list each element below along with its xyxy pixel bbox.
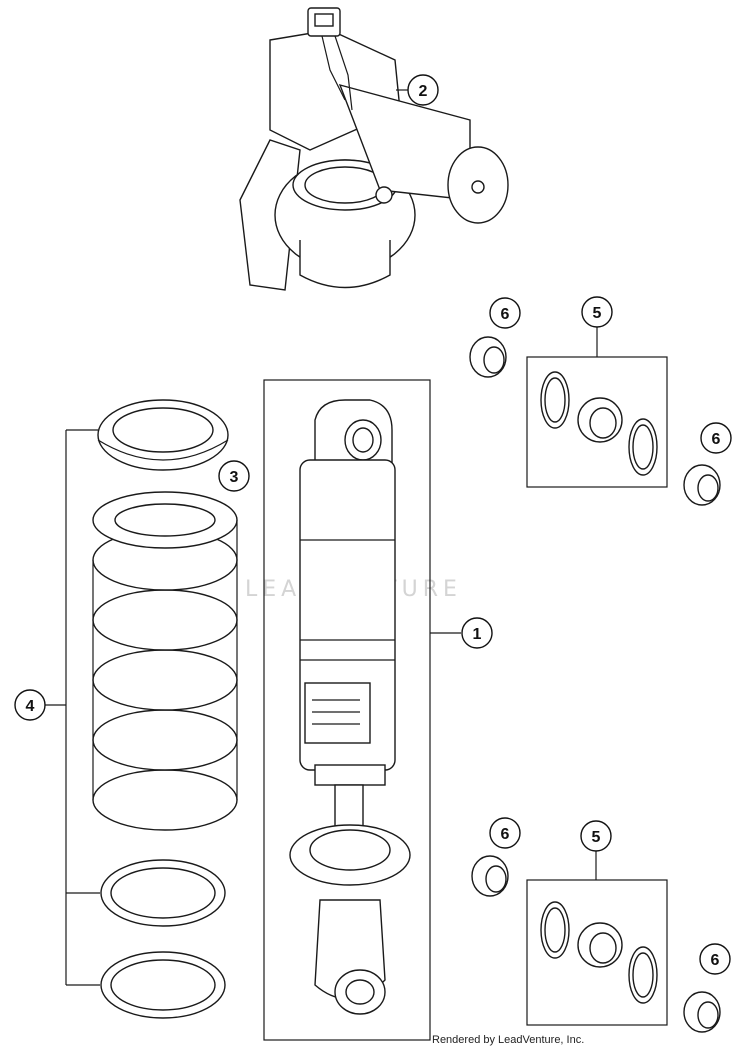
part-2-reservoir-assembly[interactable] bbox=[239, 7, 509, 291]
part-6-bushing-3[interactable] bbox=[471, 855, 509, 897]
part-3-coil-spring[interactable] bbox=[92, 491, 238, 831]
render-credit: Rendered by LeadVenture, Inc. bbox=[432, 1034, 585, 1046]
callout-5-lower[interactable]: 5 bbox=[580, 820, 612, 852]
part-4-washer-lower[interactable] bbox=[100, 951, 226, 1019]
svg-text:5: 5 bbox=[593, 305, 602, 322]
svg-text:5: 5 bbox=[592, 829, 601, 846]
part-6-bushing-1[interactable] bbox=[469, 336, 507, 378]
svg-text:6: 6 bbox=[711, 952, 720, 969]
svg-text:6: 6 bbox=[712, 431, 721, 448]
part-4-spring-seat-upper[interactable] bbox=[97, 399, 229, 471]
callout-6-lower-left[interactable]: 6 bbox=[489, 817, 521, 849]
svg-text:1: 1 bbox=[473, 626, 482, 643]
part-5-upper-bearing-kit[interactable] bbox=[540, 371, 658, 476]
part-4-washer-middle[interactable] bbox=[100, 859, 226, 927]
part-5-lower-bearing-kit[interactable] bbox=[540, 901, 658, 1004]
svg-text:3: 3 bbox=[230, 469, 239, 486]
callout-4[interactable]: 4 bbox=[14, 689, 46, 721]
svg-text:2: 2 bbox=[419, 83, 428, 100]
callout-5-upper[interactable]: 5 bbox=[581, 296, 613, 328]
part-1-frame-box bbox=[263, 379, 431, 1041]
callout-6-lower-right[interactable]: 6 bbox=[699, 943, 731, 975]
callout-6-upper-right[interactable]: 6 bbox=[700, 422, 732, 454]
part-1-shock-absorber[interactable] bbox=[289, 399, 411, 1015]
part-6-bushing-4[interactable] bbox=[683, 991, 721, 1033]
callout-6-upper-left[interactable]: 6 bbox=[489, 297, 521, 329]
part-5-lower-frame-box bbox=[526, 879, 668, 1026]
callout-2[interactable]: 2 bbox=[407, 74, 439, 106]
part-6-bushing-2[interactable] bbox=[683, 464, 721, 506]
svg-text:4: 4 bbox=[26, 698, 35, 715]
svg-text:6: 6 bbox=[501, 826, 510, 843]
svg-text:6: 6 bbox=[501, 306, 510, 323]
callout-3[interactable]: 3 bbox=[218, 460, 250, 492]
callout-1[interactable]: 1 bbox=[461, 617, 493, 649]
